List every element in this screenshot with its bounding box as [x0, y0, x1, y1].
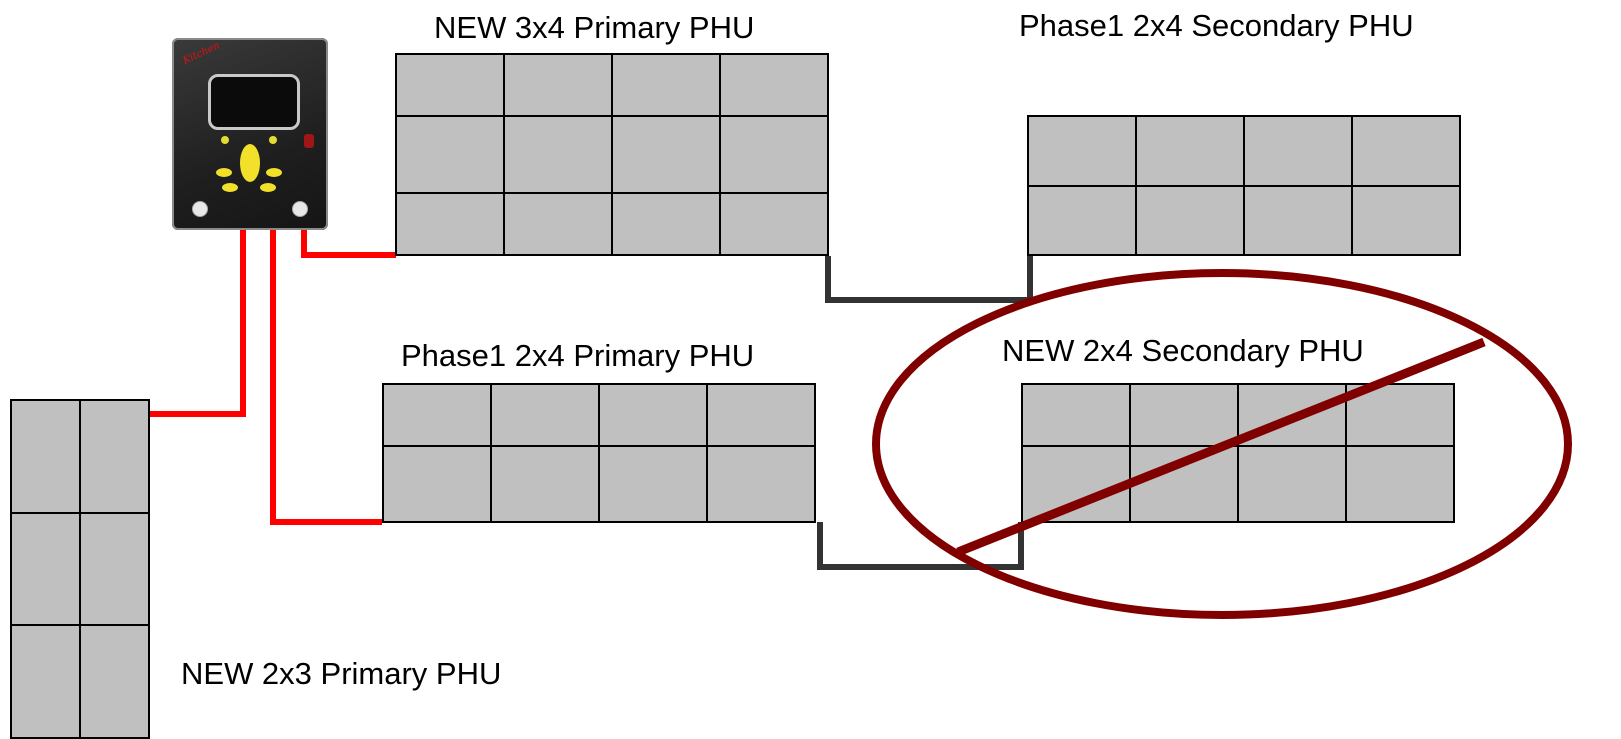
cross-out-ellipse [872, 269, 1572, 619]
heating-cell [612, 193, 720, 255]
heating-cell [1346, 446, 1454, 522]
label-phase1-2x4-primary: Phase1 2x4 Primary PHU [401, 338, 755, 373]
unit-phase1-2x4-secondary [1027, 115, 1461, 256]
label-new-3x4-primary: NEW 3x4 Primary PHU [434, 10, 755, 45]
heating-cell [1028, 116, 1136, 186]
label-new-2x3-primary: NEW 2x3 Primary PHU [181, 656, 502, 691]
link-3x4-to-phase1-secondary [825, 256, 1033, 303]
wire-to-2x3-primary [150, 230, 246, 417]
unit-phase1-2x4-primary [382, 383, 816, 523]
heating-cell [491, 384, 599, 446]
heating-cell [504, 116, 612, 193]
heating-cell [1352, 116, 1460, 186]
controller-device-icon: Kitchen [172, 38, 328, 230]
heating-cell [1244, 185, 1352, 255]
heating-cell [720, 193, 828, 255]
heating-cell [599, 446, 707, 522]
wire-to-3x4-primary [301, 230, 396, 258]
heating-cell [612, 116, 720, 193]
badge-icon [192, 201, 208, 217]
unit-new-3x4-primary [395, 53, 829, 256]
heating-cell [80, 625, 149, 738]
heating-cell [1238, 446, 1346, 522]
heating-cell [1244, 116, 1352, 186]
heating-cell [491, 446, 599, 522]
heating-cell [383, 384, 491, 446]
indicator-led [269, 136, 277, 144]
heating-cell [11, 625, 80, 738]
heating-cell [1022, 384, 1130, 446]
heating-cell [383, 446, 491, 522]
heating-cell [599, 384, 707, 446]
label-phase1-2x4-secondary: Phase1 2x4 Secondary PHU [1019, 8, 1414, 43]
arrow-keypad [240, 144, 260, 182]
controller-screen [208, 74, 300, 130]
heating-cell [707, 446, 815, 522]
unit-new-2x4-secondary [1021, 383, 1455, 523]
heating-cell [11, 400, 80, 513]
badge-icon [292, 201, 308, 217]
heating-cell [396, 193, 504, 255]
heating-cell [720, 116, 828, 193]
unit-new-2x3-primary [10, 399, 150, 739]
heating-cell [1136, 185, 1244, 255]
heating-cell [1028, 185, 1136, 255]
heating-cell [396, 54, 504, 116]
heating-cell [396, 116, 504, 193]
heating-cell [80, 400, 149, 513]
heating-cell [11, 512, 80, 626]
keypad-button [216, 168, 232, 177]
heating-cell [1130, 384, 1238, 446]
link-phase1-primary-to-new-secondary [817, 522, 1024, 570]
heating-cell [707, 384, 815, 446]
cross-out-slash [956, 337, 1486, 557]
keypad-button [222, 183, 238, 192]
wire-to-phase1-2x4-primary [270, 230, 382, 525]
indicator-led [221, 136, 229, 144]
heating-cell [612, 54, 720, 116]
heating-cell [1352, 185, 1460, 255]
keypad-button [266, 168, 282, 177]
heating-cell [504, 54, 612, 116]
heating-cell [504, 193, 612, 255]
heating-cell [720, 54, 828, 116]
heating-cell [1136, 116, 1244, 186]
heating-cell [80, 512, 149, 626]
label-new-2x4-secondary: NEW 2x4 Secondary PHU [1002, 333, 1364, 368]
alarm-light [304, 134, 314, 148]
keypad-button [260, 183, 276, 192]
